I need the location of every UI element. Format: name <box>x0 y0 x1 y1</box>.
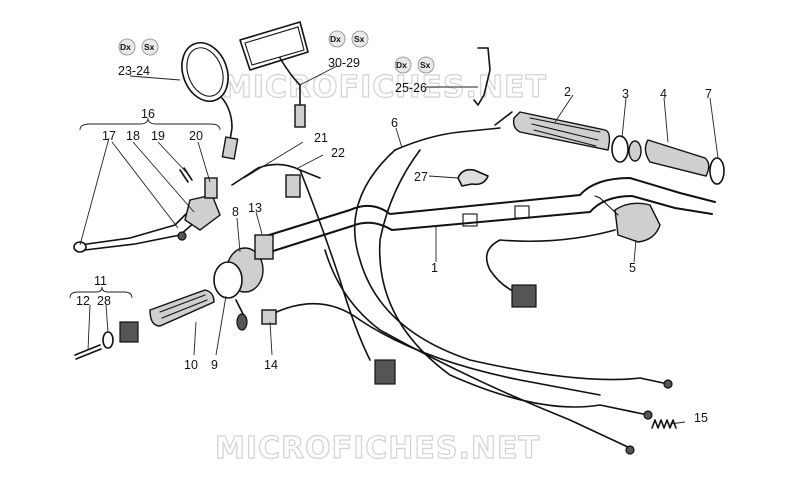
badge-group-30-29: Dx Sx <box>328 30 369 48</box>
label-28: 28 <box>97 294 111 308</box>
dx-badge: Dx <box>120 42 131 52</box>
clamp-27 <box>457 168 489 187</box>
label-17: 17 <box>102 129 116 143</box>
label-1: 1 <box>431 261 438 275</box>
handlebar <box>265 177 716 253</box>
bracket-25-26 <box>426 47 491 106</box>
watermark-bottom: MICROFICHES.NET <box>215 431 540 466</box>
sx-badge: Sx <box>144 42 155 52</box>
label-20: 20 <box>189 129 203 143</box>
left-switch <box>213 234 274 317</box>
leader-lines <box>69 65 719 425</box>
round-mirror <box>181 42 239 160</box>
callout-labels: 1 2 3 4 5 6 7 8 9 10 11 12 13 14 15 16 1… <box>76 56 712 425</box>
cable-14 <box>261 302 601 396</box>
label-4: 4 <box>660 87 667 101</box>
label-2: 2 <box>564 85 571 99</box>
label-30-29: 30-29 <box>328 56 360 70</box>
throttle-cables <box>353 127 673 420</box>
label-12: 12 <box>76 294 90 308</box>
left-lever-assembly <box>73 167 221 253</box>
spring-15 <box>651 419 677 429</box>
badge-group-23-24: Dx Sx <box>118 38 159 56</box>
label-5: 5 <box>629 261 636 275</box>
label-13: 13 <box>248 201 262 215</box>
label-8: 8 <box>232 205 239 219</box>
label-18: 18 <box>126 129 140 143</box>
label-27: 27 <box>414 170 428 184</box>
label-16: 16 <box>141 107 155 121</box>
badge-group-25-26: Dx Sx <box>394 56 435 74</box>
label-6: 6 <box>391 116 398 130</box>
label-21: 21 <box>314 131 328 145</box>
label-15: 15 <box>694 411 708 425</box>
watermark-top: MICROFICHES.NET <box>222 70 547 105</box>
label-3: 3 <box>622 87 629 101</box>
left-grip <box>74 289 248 360</box>
right-grip-assembly <box>494 111 725 185</box>
right-switch <box>485 195 661 308</box>
sx-badge: Sx <box>354 34 365 44</box>
label-7: 7 <box>705 87 712 101</box>
label-10: 10 <box>184 358 198 372</box>
sx-badge: Sx <box>420 60 431 70</box>
dx-badge: Dx <box>330 34 341 44</box>
label-22: 22 <box>331 146 345 160</box>
label-25-26: 25-26 <box>395 81 427 95</box>
label-11: 11 <box>94 274 107 288</box>
label-9: 9 <box>211 358 218 372</box>
label-19: 19 <box>151 129 165 143</box>
rect-mirror <box>239 21 309 128</box>
clutch-cables <box>231 163 635 455</box>
label-14: 14 <box>264 358 278 372</box>
label-23-24: 23-24 <box>118 64 150 78</box>
dx-badge: Dx <box>396 60 407 70</box>
